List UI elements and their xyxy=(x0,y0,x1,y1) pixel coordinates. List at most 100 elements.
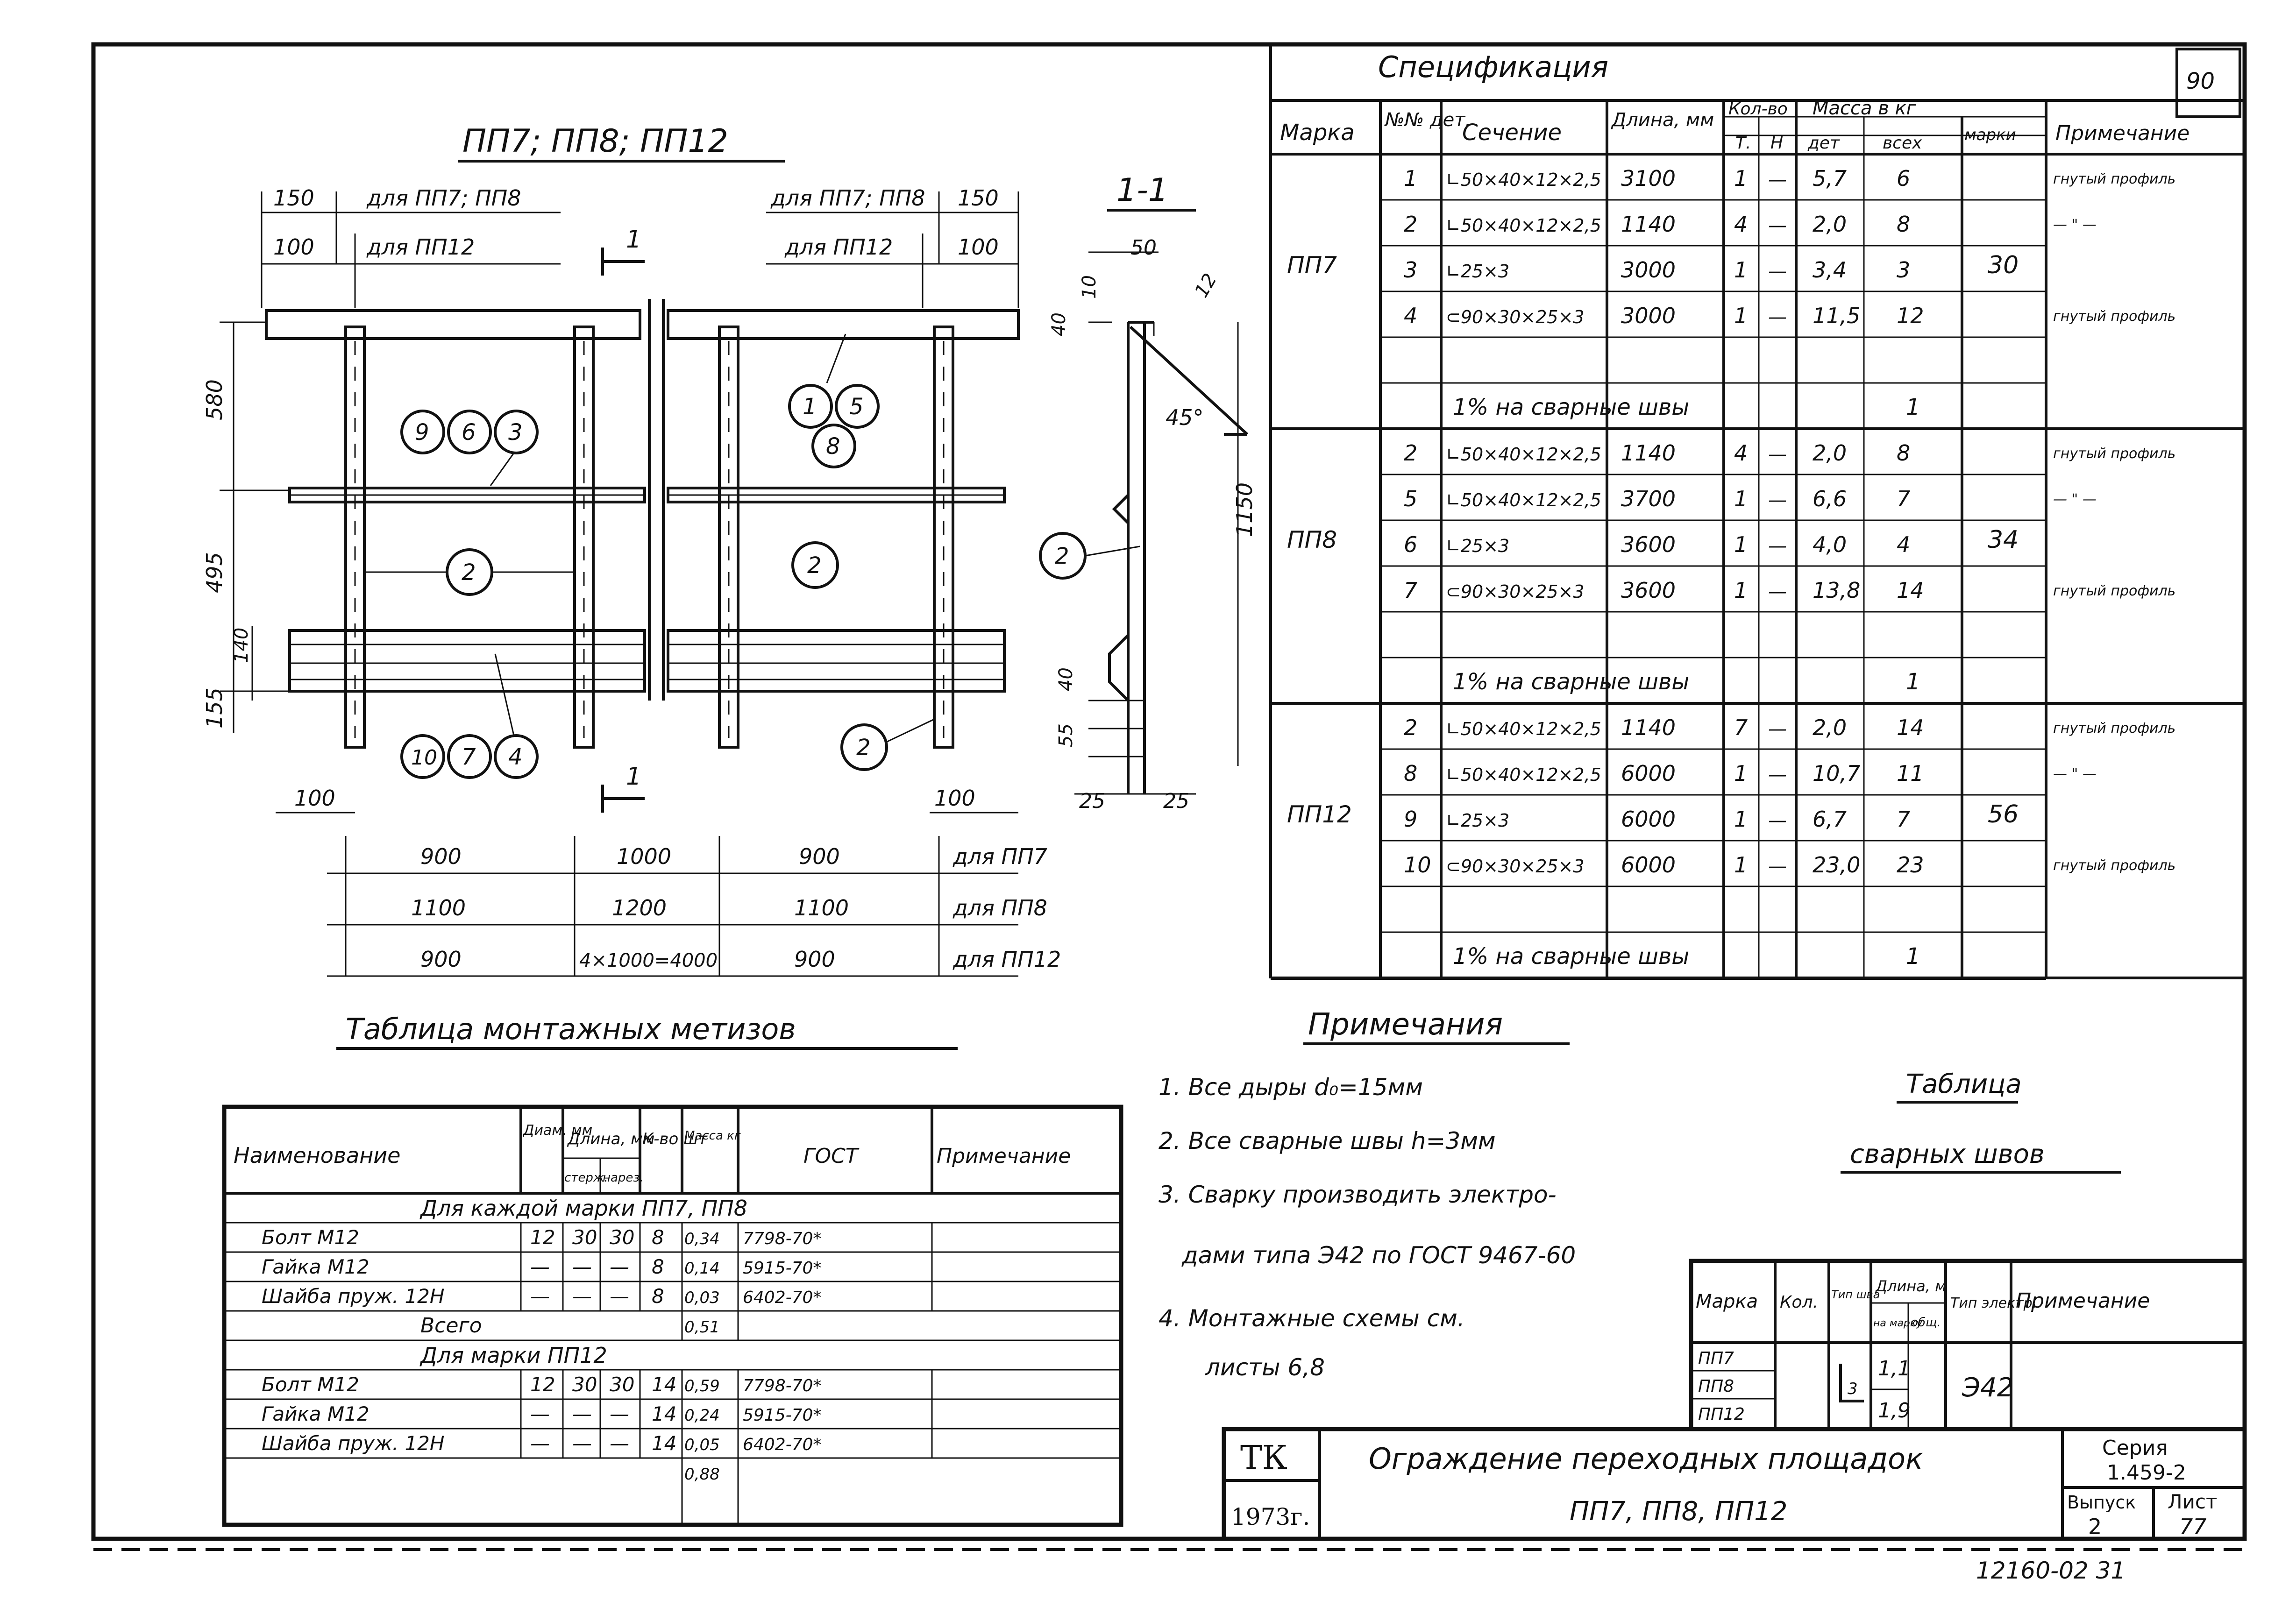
hw-len-rod: — xyxy=(572,1402,592,1425)
notes-title: Примечания xyxy=(1308,1007,1503,1042)
note-4b: листы 6,8 xyxy=(1205,1354,1325,1381)
section-balloon-2: 2 xyxy=(1055,543,1069,569)
spec-group-mark: ПП8 xyxy=(1287,526,1337,553)
toe-board xyxy=(288,629,1006,693)
balloon-8: 8 xyxy=(826,433,840,460)
spec-length: 6000 xyxy=(1621,761,1676,786)
span-pp8-label: для ПП8 xyxy=(953,895,1047,920)
spec-qty-n: — xyxy=(1768,810,1787,831)
drawing-title: Ограждение переходных площадок xyxy=(1369,1442,1923,1476)
dim-label-pp12-left: для ПП12 xyxy=(366,234,475,260)
spec-mass-det: 4,0 xyxy=(1813,532,1847,557)
span-pp12-label: для ПП12 xyxy=(953,947,1061,972)
spec-length: 3000 xyxy=(1621,257,1676,283)
spec-qty-n: — xyxy=(1768,581,1787,602)
spec-group-mark: ПП12 xyxy=(1287,801,1352,828)
spec-mass-all: 14 xyxy=(1897,578,1924,603)
spec-qty-n: — xyxy=(1768,215,1787,236)
spec-length: 3000 xyxy=(1621,303,1676,328)
spec-weld-mass: 1 xyxy=(1906,394,1920,420)
hw-item-name: Болт М12 xyxy=(262,1373,359,1396)
spec-mass-det: 5,7 xyxy=(1813,166,1847,191)
spec-qty-n: — xyxy=(1768,856,1787,877)
hw-diam: 12 xyxy=(530,1226,555,1249)
spec-mass-det: 2,0 xyxy=(1813,212,1847,237)
weld-h-len-mark: на марку xyxy=(1873,1317,1923,1329)
balloon-1: 1 xyxy=(803,394,817,420)
spec-h-qty: Кол-во xyxy=(1728,99,1788,119)
hw-item-name: Шайба пруж. 12Н xyxy=(262,1432,444,1455)
dim-150-right: 150 xyxy=(958,185,999,211)
spec-qty-n: — xyxy=(1768,489,1787,511)
hw-total-1: 0,51 xyxy=(684,1318,720,1337)
hw-mass: 0,59 xyxy=(684,1377,720,1395)
hw-h-name: Наименование xyxy=(234,1143,400,1168)
spec-weld-mass: 1 xyxy=(1906,943,1920,970)
spec-qty-t: 1 xyxy=(1734,166,1748,191)
spec-qty-t: 4 xyxy=(1734,212,1748,237)
spec-note: — " — xyxy=(2053,766,2097,782)
spec-mass-det: 6,6 xyxy=(1813,486,1847,511)
hw-len-thread: — xyxy=(610,1285,629,1308)
section-dim-50: 50 xyxy=(1130,236,1157,260)
spec-h-mass-mark: марки xyxy=(1964,126,2016,144)
main-drawing-title: ПП7; ПП8; ПП12 xyxy=(462,123,728,160)
hw-qty: 8 xyxy=(652,1226,664,1249)
section-dim-25b: 25 xyxy=(1163,789,1189,813)
spec-qty-n: — xyxy=(1768,718,1787,740)
spec-section: ∟25×3 xyxy=(1446,536,1509,556)
spec-section: ⊂90×30×25×3 xyxy=(1446,581,1585,602)
span-pp8-c1: 1100 xyxy=(411,895,466,920)
note-3a: 3. Сварку производить электро- xyxy=(1159,1181,1557,1208)
section-mark-bottom-label: 1 xyxy=(626,763,641,791)
hw-len-thread: 30 xyxy=(610,1373,634,1396)
hw-item-name: Болт М12 xyxy=(262,1226,359,1249)
balloon-6: 6 xyxy=(462,419,476,446)
hw-len-thread: — xyxy=(610,1432,629,1455)
balloon-2a: 2 xyxy=(462,559,476,586)
spec-length: 6000 xyxy=(1621,807,1676,832)
section-dim-25a: 25 xyxy=(1079,789,1105,813)
weld-h-type: Тип шва xyxy=(1831,1288,1880,1301)
spec-det-no: 4 xyxy=(1404,303,1417,328)
hw-diam: — xyxy=(530,1432,550,1455)
section-dim-12: 12 xyxy=(1191,270,1221,301)
sheet-number: 77 xyxy=(2179,1514,2207,1539)
weld-h-mark: Марка xyxy=(1696,1291,1758,1312)
spec-h-qty-t: Т. xyxy=(1735,134,1751,153)
hw-len-rod: 30 xyxy=(572,1226,597,1249)
hw-h-diam: Диам. мм xyxy=(522,1122,592,1139)
spec-length: 1140 xyxy=(1621,212,1676,237)
spec-note: гнутый профиль xyxy=(2053,720,2175,736)
spec-h-length: Длина, мм xyxy=(1611,109,1714,131)
dim-label-pp7-pp8-right: для ПП7; ПП8 xyxy=(770,185,925,211)
section-dim-55: 55 xyxy=(1055,723,1077,747)
series-number: 1.459-2 xyxy=(2107,1461,2186,1485)
spec-qty-t: 1 xyxy=(1734,761,1748,786)
weld-mark-pp8: ПП8 xyxy=(1698,1377,1734,1396)
balloon-10: 10 xyxy=(411,746,437,770)
spec-section: ⊂90×30×25×3 xyxy=(1446,856,1585,877)
weld-type-leg: 3 xyxy=(1848,1380,1858,1398)
weld-h-qty: Кол. xyxy=(1780,1293,1818,1312)
spec-det-no: 9 xyxy=(1404,807,1417,832)
spec-mass-all: 4 xyxy=(1897,532,1910,557)
span-pp8-c2: 1200 xyxy=(612,895,667,920)
note-4a: 4. Монтажные схемы см. xyxy=(1159,1305,1465,1332)
hw-diam: 12 xyxy=(530,1373,555,1396)
spec-det-no: 8 xyxy=(1404,761,1417,786)
weld-title-1: Таблица xyxy=(1906,1069,2022,1099)
archive-number: 12160-02 31 xyxy=(1976,1557,2125,1584)
hw-item-name: Гайка М12 xyxy=(262,1255,370,1278)
spec-mass-det: 2,0 xyxy=(1813,715,1847,740)
spec-length: 3100 xyxy=(1621,166,1676,191)
note-2: 2. Все сварные швы h=3мм xyxy=(1159,1127,1496,1154)
spec-h-mass: Масса в кг xyxy=(1813,98,1917,119)
corner-box xyxy=(2175,48,2241,118)
spec-group-mark: ПП7 xyxy=(1287,252,1337,279)
hw-mass: 0,34 xyxy=(684,1230,720,1248)
spec-mass-all: 14 xyxy=(1897,715,1924,740)
spec-section: ∟50×40×12×2,5 xyxy=(1446,765,1601,785)
weld-len-2: 1,9 xyxy=(1878,1399,1911,1423)
